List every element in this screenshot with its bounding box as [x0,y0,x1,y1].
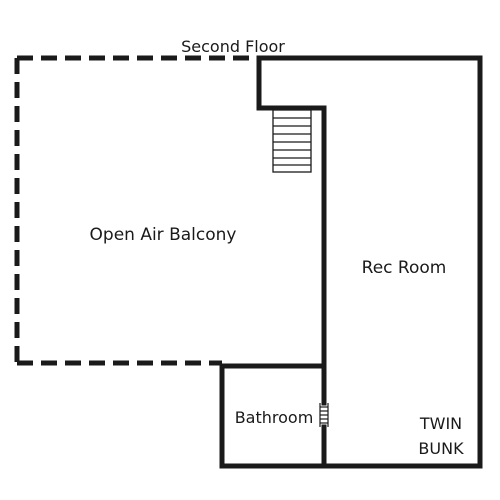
room-label-balcony: Open Air Balcony [90,225,237,245]
staircase [272,109,312,173]
bed-label-bunk: BUNK [418,439,464,458]
room-label-rec-room: Rec Room [362,258,447,278]
floor-title: Second Floor [181,37,285,56]
bathroom-door [319,403,329,427]
room-label-bathroom: Bathroom [235,408,314,427]
balcony-dashed-outline [14,55,259,366]
solid-walls [219,55,483,469]
bed-label-twin: TWIN [419,414,462,433]
